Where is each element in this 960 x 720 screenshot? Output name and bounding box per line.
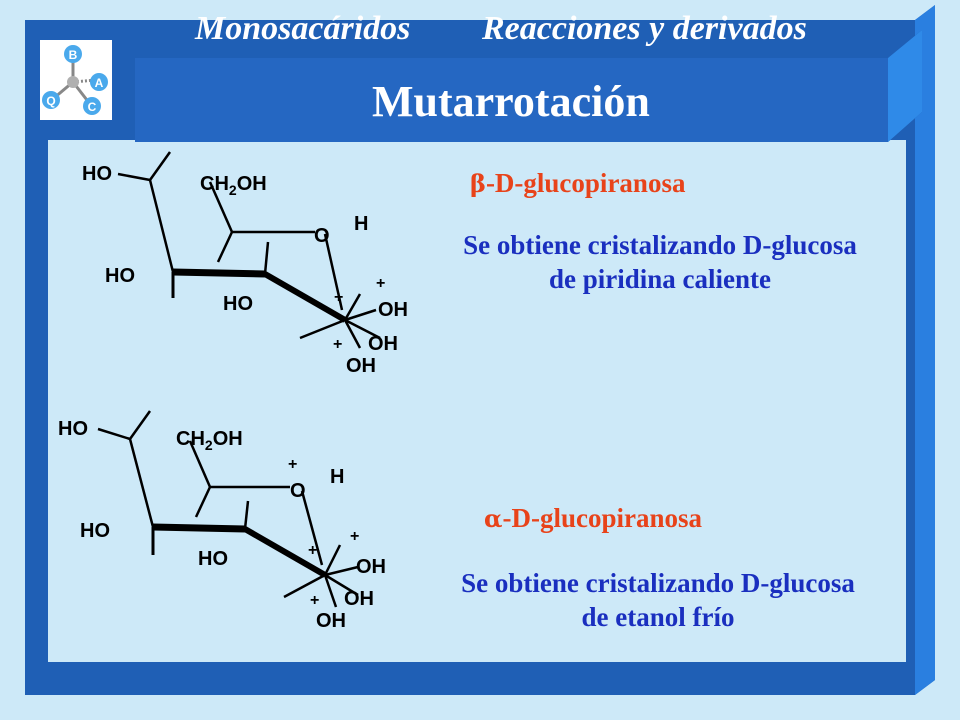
oh-label: OH (368, 333, 398, 355)
charge-plus-icon: + (334, 289, 343, 306)
ho-label: HO (80, 520, 110, 542)
alpha-anomer-label: α-D-glucopiranosa (484, 503, 702, 534)
charge-plus-icon: + (376, 275, 385, 292)
ring-oxygen-label: O (290, 480, 306, 502)
beta-name: -D-glucopiranosa (485, 168, 686, 198)
beta-symbol: β (470, 169, 486, 198)
hydrogen-label: H (354, 213, 368, 235)
logo-letter: B (69, 48, 78, 62)
hydrogen-label: H (330, 466, 344, 488)
charge-plus-icon: + (350, 528, 359, 545)
logo-letter: A (95, 76, 104, 90)
beta-caption: Se obtiene cristalizando D-glucosa de pi… (400, 228, 920, 296)
alpha-caption-line1: Se obtiene cristalizando D-glucosa (461, 568, 855, 598)
section-title: Monosacáridos (195, 10, 411, 47)
molecule-logo-icon: B A C Q (42, 45, 108, 115)
oh-label: OH (356, 556, 386, 578)
ho-label: HO (105, 265, 135, 287)
oh-label: OH (346, 355, 376, 377)
ho-label: HO (82, 163, 112, 185)
page-title: Mutarrotación (372, 77, 650, 126)
beta-glucopyranose-structure: HO CH2OH HO HO O H OH OH OH + + + (82, 151, 408, 377)
alpha-caption: Se obtiene cristalizando D-glucosa de et… (398, 566, 918, 634)
ch2oh-label: CH2OH (200, 173, 267, 198)
charge-plus-icon: + (308, 542, 317, 559)
ch2oh-label: CH2OH (176, 428, 243, 453)
beta-caption-line2: de piridina caliente (549, 264, 771, 294)
ho-label: HO (223, 293, 253, 315)
charge-plus-icon: + (333, 336, 342, 353)
subsection-title: Reacciones y derivados (482, 10, 807, 47)
oh-label: OH (344, 588, 374, 610)
oh-label: OH (378, 299, 408, 321)
charge-plus-icon: + (288, 456, 297, 473)
alpha-name: -D-glucopiranosa (502, 503, 702, 533)
alpha-caption-line2: de etanol frío (581, 602, 735, 632)
alpha-glucopyranose-structure: HO CH2OH HO HO O H OH OH OH + + + + (58, 410, 386, 632)
logo-letter: Q (46, 94, 55, 108)
ho-label: HO (58, 418, 88, 440)
ring-oxygen-label: O (314, 225, 330, 247)
logo-letter: C (88, 100, 97, 114)
charge-plus-icon: + (310, 592, 319, 609)
ho-label: HO (198, 548, 228, 570)
beta-caption-line1: Se obtiene cristalizando D-glucosa (463, 230, 857, 260)
alpha-symbol: α (484, 504, 503, 533)
oh-label: OH (316, 610, 346, 632)
beta-anomer-label: β-D-glucopiranosa (470, 168, 685, 199)
